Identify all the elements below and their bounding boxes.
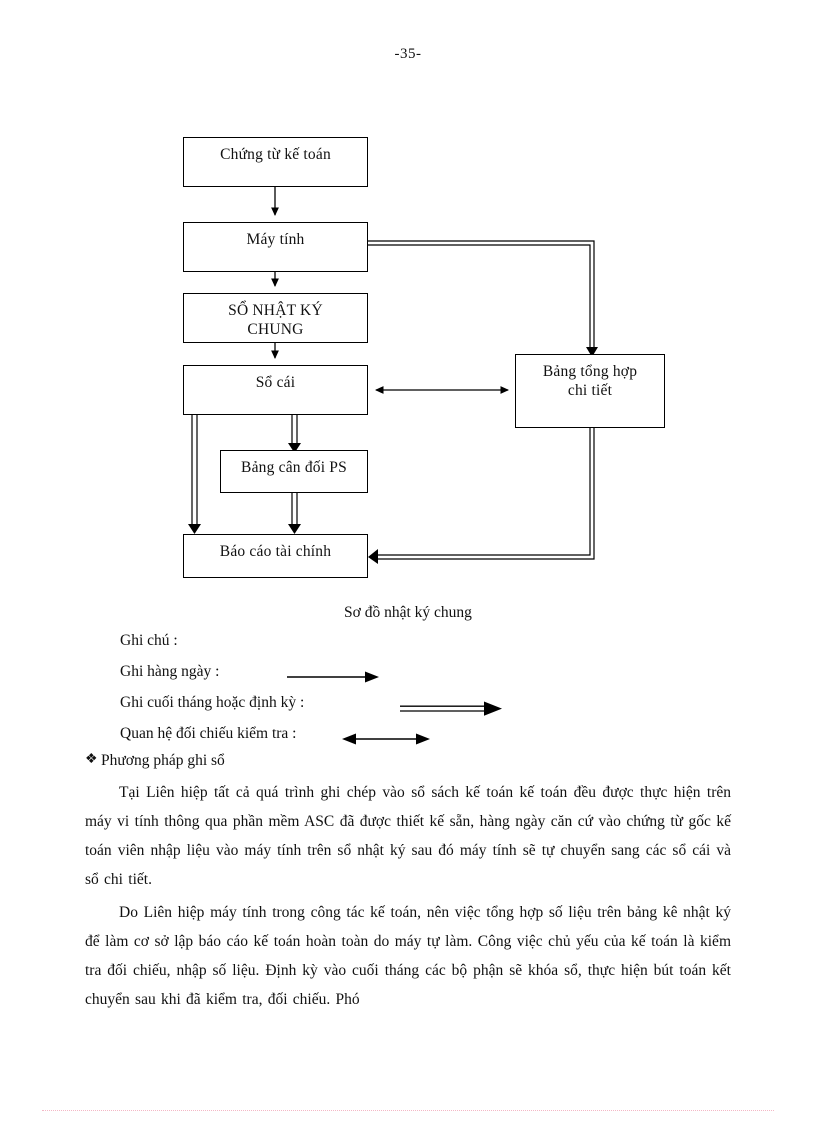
node-may-tinh: Máy tính	[183, 222, 368, 272]
node-label: Báo cáo tài chính	[219, 543, 332, 560]
paragraph: Tại Liên hiệp tất cả quá trình ghi chép …	[85, 784, 731, 888]
legend-item-label: Ghi cuối tháng hoặc định kỳ :	[120, 694, 305, 711]
node-label: Chứng từ kế toán	[220, 146, 331, 163]
node-label: SỔ NHẬT KÝ CHUNG	[228, 302, 323, 339]
legend-title: Ghi chú :	[120, 632, 178, 649]
legend-item-monthly: Ghi cuối tháng hoặc định kỳ :	[120, 694, 680, 725]
legend-item-daily: Ghi hàng ngày :	[120, 663, 680, 694]
section-bullet-phuong-phap-ghi-so: ❖ Phương pháp ghi sổ	[85, 752, 731, 770]
node-label: Sổ cái	[255, 374, 296, 391]
arrow-bidirectional-icon	[342, 733, 430, 745]
flowchart-diagram: Chứng từ kế toán Máy tính SỔ NHẬT KÝ CHU…	[183, 137, 665, 621]
legend-item-label: Ghi hàng ngày :	[120, 663, 220, 680]
node-label: Máy tính	[246, 231, 305, 248]
footer-divider	[42, 1110, 774, 1111]
node-bao-cao-tai-chinh: Báo cáo tài chính	[183, 534, 368, 578]
diagram-connectors	[188, 187, 598, 564]
node-label: Bảng cân đối PS	[241, 459, 347, 476]
node-bang-can-doi-ps: Bảng cân đối PS	[220, 450, 368, 493]
legend: Ghi chú : Ghi hàng ngày : Ghi cuối tháng…	[120, 632, 680, 756]
page-number: -35-	[394, 46, 422, 62]
body-text: ❖ Phương pháp ghi sổ Tại Liên hiệp tất c…	[85, 752, 731, 1014]
legend-item-crosscheck: Quan hệ đối chiếu kiểm tra :	[120, 725, 680, 756]
diamond-bullet-icon: ❖	[85, 752, 98, 767]
arrow-single-icon	[287, 671, 379, 683]
section-bullet-label: Phương pháp ghi sổ	[101, 752, 225, 769]
node-label: Bảng tổng hợp chi tiết	[542, 363, 638, 400]
diagram-caption: Sơ đồ nhật ký chung	[344, 604, 472, 621]
node-bang-tong-hop-chi-tiet: Bảng tổng hợp chi tiết	[515, 354, 665, 428]
arrow-double-icon	[400, 701, 502, 716]
node-so-nhat-ky-chung: SỔ NHẬT KÝ CHUNG	[183, 293, 368, 343]
node-so-cai: Sổ cái	[183, 365, 368, 415]
legend-item-label: Quan hệ đối chiếu kiểm tra :	[120, 725, 297, 742]
legend-title-row: Ghi chú :	[120, 632, 680, 663]
paragraph: Do Liên hiệp máy tính trong công tác kế …	[85, 904, 731, 1008]
node-chung-tu-ke-toan: Chứng từ kế toán	[183, 137, 368, 187]
